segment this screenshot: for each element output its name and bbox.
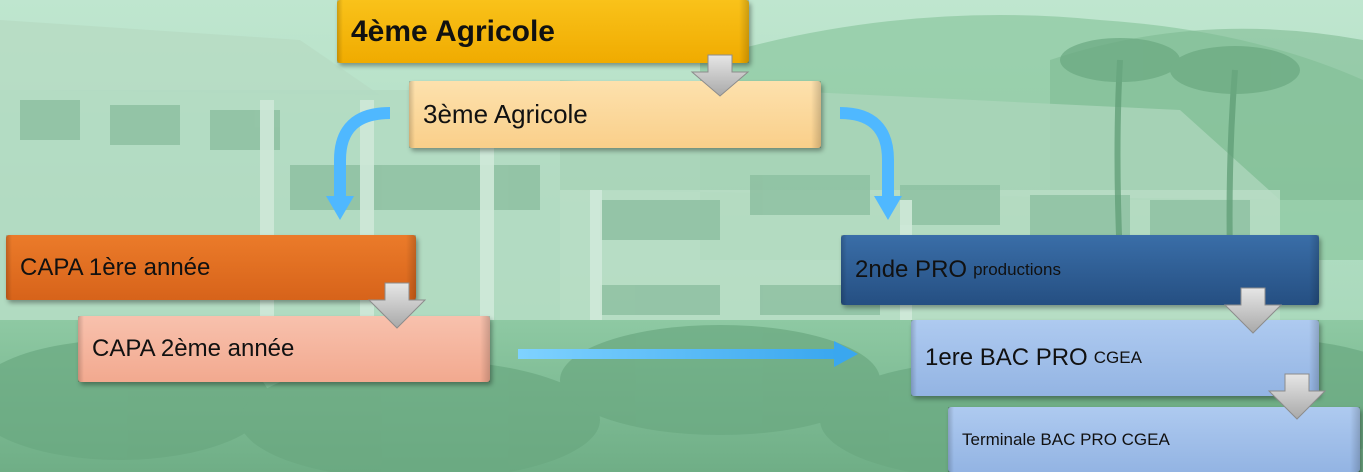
node-capa-1ere: CAPA 1ère année xyxy=(6,235,416,300)
node-1ere-bac-pro: 1ere BAC PRO CGEA xyxy=(911,320,1319,396)
node-terminale-label: Terminale BAC PRO CGEA xyxy=(962,429,1170,449)
node-capa-2eme: CAPA 2ème année xyxy=(78,316,490,382)
node-1ere-sub: CGEA xyxy=(1093,348,1142,367)
node-2nde-sub: productions xyxy=(973,260,1061,279)
node-4eme-label: 4ème Agricole xyxy=(351,14,555,48)
node-capa1-label: CAPA 1ère année xyxy=(20,253,211,281)
node-capa2-label: CAPA 2ème année xyxy=(92,335,295,362)
node-4eme-agricole: 4ème Agricole xyxy=(337,0,749,63)
node-terminale-bac-pro: Terminale BAC PRO CGEA xyxy=(948,407,1360,472)
node-1ere-label: 1ere BAC PRO xyxy=(925,344,1088,371)
node-2nde-pro: 2nde PRO productions xyxy=(841,235,1319,305)
node-3eme-label: 3ème Agricole xyxy=(423,99,588,129)
node-3eme-agricole: 3ème Agricole xyxy=(409,81,821,148)
node-2nde-label: 2nde PRO xyxy=(855,256,968,283)
